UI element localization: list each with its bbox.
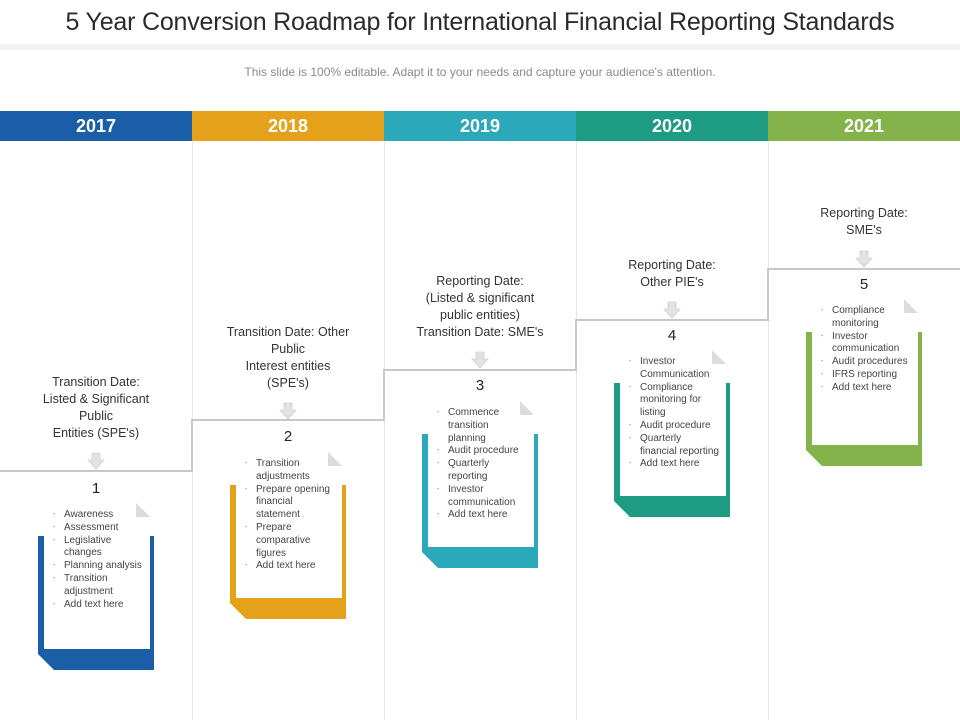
slide-title: 5 Year Conversion Roadmap for Internatio… bbox=[65, 8, 895, 36]
step-label-line: Reporting Date: bbox=[436, 274, 524, 288]
list-item: Audit procedures bbox=[832, 356, 912, 369]
page-fold-icon bbox=[136, 503, 150, 517]
step-card: Investor CommunicationCompliance monitor… bbox=[620, 350, 726, 496]
title-divider bbox=[0, 44, 960, 50]
year-2018: 2018 bbox=[192, 111, 384, 141]
slide-subtitle: This slide is 100% editable. Adapt it to… bbox=[244, 65, 716, 79]
page-fold-icon bbox=[904, 299, 918, 313]
list-item: Commence transition planning bbox=[448, 407, 528, 445]
list-item: Prepare comparative figures bbox=[256, 522, 336, 560]
list-item: Investor communication bbox=[832, 331, 912, 357]
list-item: Prepare opening financial statement bbox=[256, 484, 336, 522]
step-label-line: Reporting Date: bbox=[628, 258, 716, 272]
column-divider bbox=[576, 141, 577, 720]
down-arrow-icon bbox=[855, 250, 873, 268]
step-card-list: Commence transition planningAudit proced… bbox=[428, 401, 534, 522]
down-arrow-icon bbox=[279, 402, 297, 420]
step-label-line: Transition Date: bbox=[52, 375, 140, 389]
list-item: IFRS reporting bbox=[832, 369, 912, 382]
step-number: 2 bbox=[283, 428, 293, 445]
step-label-line: Entities (SPE's) bbox=[52, 426, 140, 440]
list-item: Investor communication bbox=[448, 484, 528, 510]
list-item: Awareness bbox=[64, 509, 144, 522]
step-number: 5 bbox=[859, 276, 869, 293]
step-label-line: Transition Date: SME's bbox=[416, 325, 544, 339]
step-label-line: (SPE's) bbox=[267, 376, 309, 390]
step-card-list: Investor CommunicationCompliance monitor… bbox=[620, 350, 726, 471]
list-item: Add text here bbox=[256, 560, 336, 573]
list-item: Compliance monitoring for listing bbox=[640, 382, 720, 420]
step-card-list: Transition adjustmentsPrepare opening fi… bbox=[236, 452, 342, 573]
step-5-label: Reporting Date: SME's bbox=[779, 205, 949, 239]
list-item: Planning analysis bbox=[64, 560, 144, 573]
year-2017: 2017 bbox=[0, 111, 192, 141]
step-label-line: public entities) bbox=[440, 308, 520, 322]
list-item: Transition adjustment bbox=[64, 573, 144, 599]
list-item: Add text here bbox=[640, 458, 720, 471]
step-label-line: Other PIE's bbox=[640, 275, 704, 289]
year-2021: 2021 bbox=[768, 111, 960, 141]
page-fold-icon bbox=[328, 452, 342, 466]
list-item: Audit procedure bbox=[448, 445, 528, 458]
step-card-list: Compliance monitoringInvestor communicat… bbox=[812, 299, 918, 395]
list-item: Quarterly financial reporting bbox=[640, 433, 720, 459]
list-item: Audit procedure bbox=[640, 420, 720, 433]
step-number: 4 bbox=[667, 327, 677, 344]
step-4-label: Reporting Date: Other PIE's bbox=[587, 257, 757, 291]
step-3-label: Reporting Date: (Listed & significant publ… bbox=[395, 273, 565, 341]
year-2020: 2020 bbox=[576, 111, 768, 141]
down-arrow-icon bbox=[663, 301, 681, 319]
list-item: Add text here bbox=[832, 382, 912, 395]
step-card: Transition adjustmentsPrepare opening fi… bbox=[236, 452, 342, 598]
list-item: Transition adjustments bbox=[256, 458, 336, 484]
list-item: Legislative changes bbox=[64, 535, 144, 561]
list-item: Quarterly reporting bbox=[448, 458, 528, 484]
down-arrow-icon bbox=[87, 452, 105, 470]
step-label-line: Transition Date: Other bbox=[226, 325, 350, 339]
step-number: 3 bbox=[475, 377, 485, 394]
year-band: 2017 2018 2019 2020 2021 bbox=[0, 111, 960, 141]
year-2019: 2019 bbox=[384, 111, 576, 141]
step-label-line: (Listed & significant bbox=[425, 291, 535, 305]
list-item: Investor Communication bbox=[640, 356, 720, 382]
page-fold-icon bbox=[520, 401, 534, 415]
column-divider bbox=[384, 141, 385, 720]
list-item: Add text here bbox=[448, 509, 528, 522]
page-fold-icon bbox=[712, 350, 726, 364]
step-label-line: Public bbox=[270, 342, 306, 356]
step-label-line: Listed & Significant bbox=[42, 392, 150, 406]
list-item: Add text here bbox=[64, 599, 144, 612]
list-item: Assessment bbox=[64, 522, 144, 535]
step-label-line: Interest entities bbox=[245, 359, 331, 373]
step-label-line: SME's bbox=[846, 223, 882, 237]
step-card: AwarenessAssessmentLegislative changesPl… bbox=[44, 503, 150, 649]
step-label-line: Public bbox=[78, 409, 114, 423]
step-number: 1 bbox=[91, 480, 101, 497]
step-label-line: Reporting Date: bbox=[820, 206, 908, 220]
list-item: Compliance monitoring bbox=[832, 305, 912, 331]
down-arrow-icon bbox=[471, 351, 489, 369]
step-card: Commence transition planningAudit proced… bbox=[428, 401, 534, 547]
column-divider bbox=[768, 141, 769, 720]
step-card: Compliance monitoringInvestor communicat… bbox=[812, 299, 918, 445]
step-card-list: AwarenessAssessmentLegislative changesPl… bbox=[44, 503, 150, 611]
